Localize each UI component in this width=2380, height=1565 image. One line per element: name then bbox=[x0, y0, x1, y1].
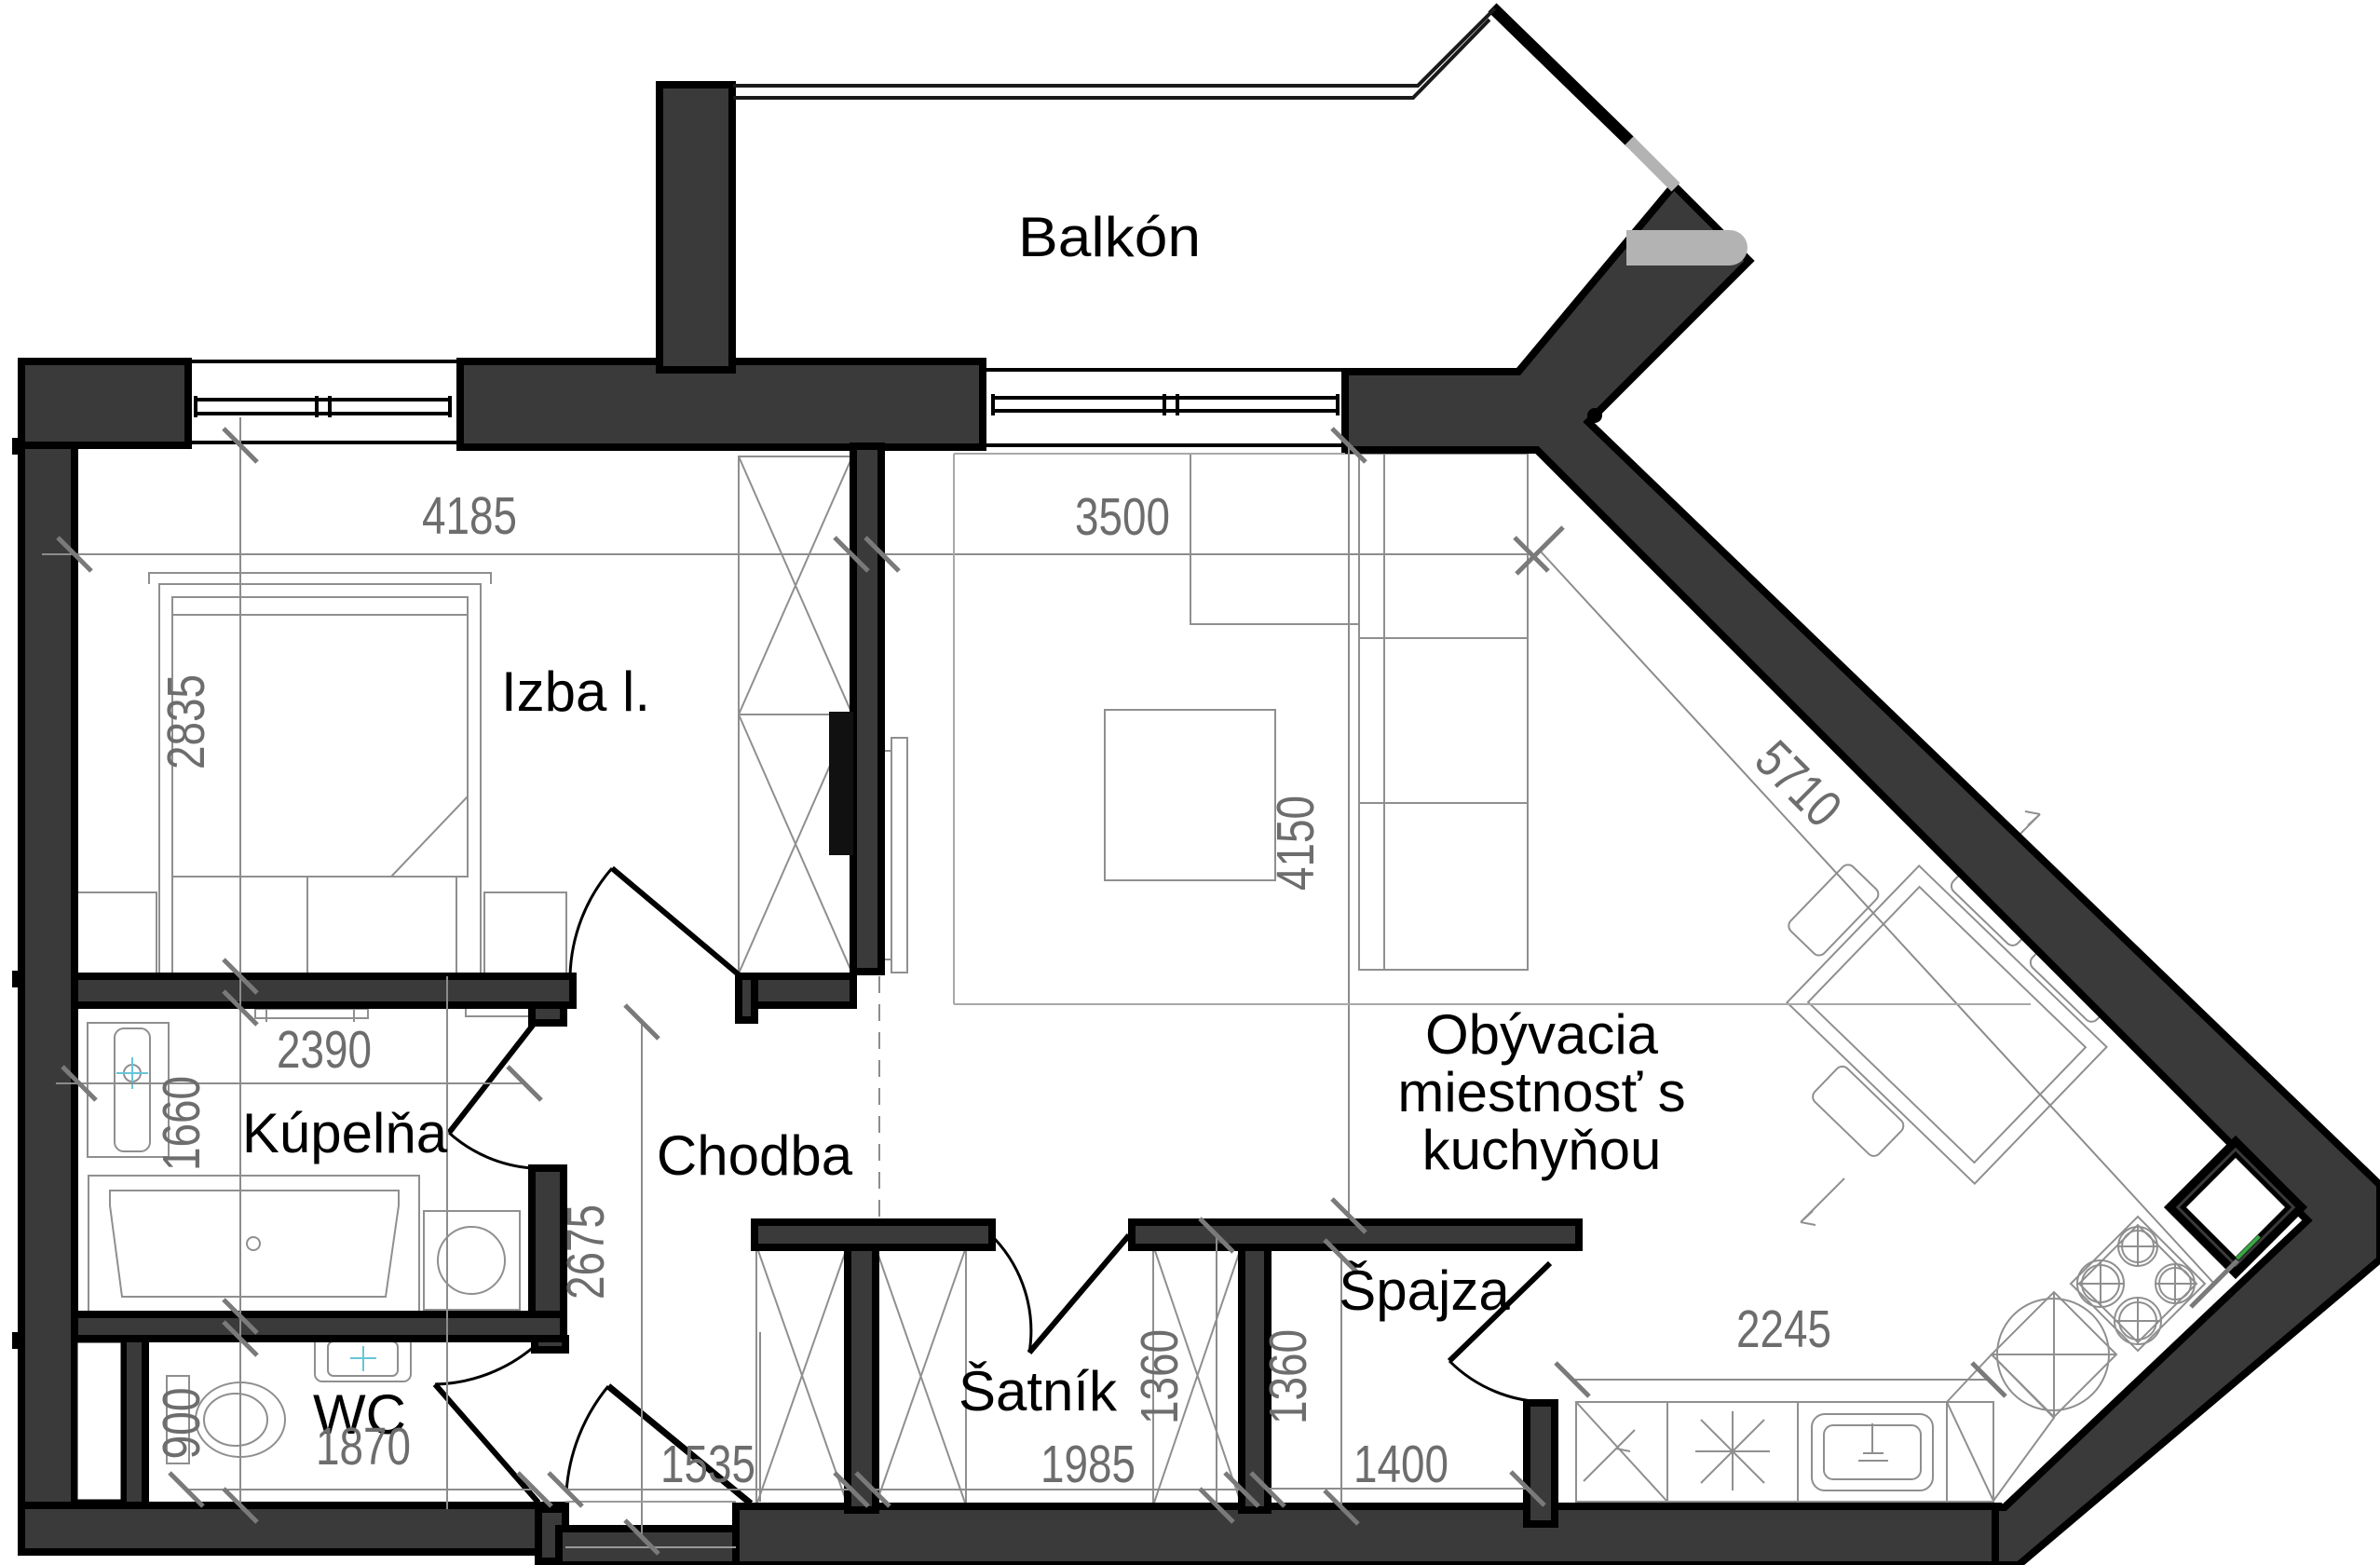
svg-text:miestnosť s: miestnosť s bbox=[1397, 1061, 1685, 1123]
svg-text:Obývacia: Obývacia bbox=[1425, 1003, 1659, 1066]
svg-text:Šatník: Šatník bbox=[959, 1360, 1118, 1422]
svg-text:kuchyňou: kuchyňou bbox=[1422, 1119, 1662, 1181]
svg-text:Izba l.: Izba l. bbox=[501, 660, 650, 723]
svg-text:1660: 1660 bbox=[152, 1076, 211, 1171]
svg-text:1360: 1360 bbox=[1258, 1329, 1318, 1424]
svg-text:1400: 1400 bbox=[1353, 1435, 1448, 1494]
svg-text:2675: 2675 bbox=[556, 1204, 616, 1300]
svg-text:Chodba: Chodba bbox=[657, 1124, 853, 1187]
svg-text:1360: 1360 bbox=[1130, 1329, 1190, 1424]
svg-text:2835: 2835 bbox=[156, 674, 216, 769]
svg-text:1535: 1535 bbox=[660, 1435, 755, 1494]
svg-text:Kúpelňa: Kúpelňa bbox=[242, 1102, 448, 1164]
svg-text:4185: 4185 bbox=[422, 486, 517, 546]
svg-text:Balkón: Balkón bbox=[1018, 206, 1201, 268]
svg-text:2390: 2390 bbox=[277, 1020, 372, 1080]
svg-text:900: 900 bbox=[152, 1388, 211, 1460]
svg-text:2245: 2245 bbox=[1736, 1300, 1831, 1359]
svg-text:1985: 1985 bbox=[1040, 1435, 1136, 1494]
svg-text:WC: WC bbox=[313, 1383, 406, 1446]
svg-text:1870: 1870 bbox=[316, 1417, 411, 1477]
svg-text:4150: 4150 bbox=[1266, 796, 1326, 891]
svg-text:3500: 3500 bbox=[1075, 487, 1170, 547]
svg-text:Špajza: Špajza bbox=[1339, 1259, 1510, 1322]
